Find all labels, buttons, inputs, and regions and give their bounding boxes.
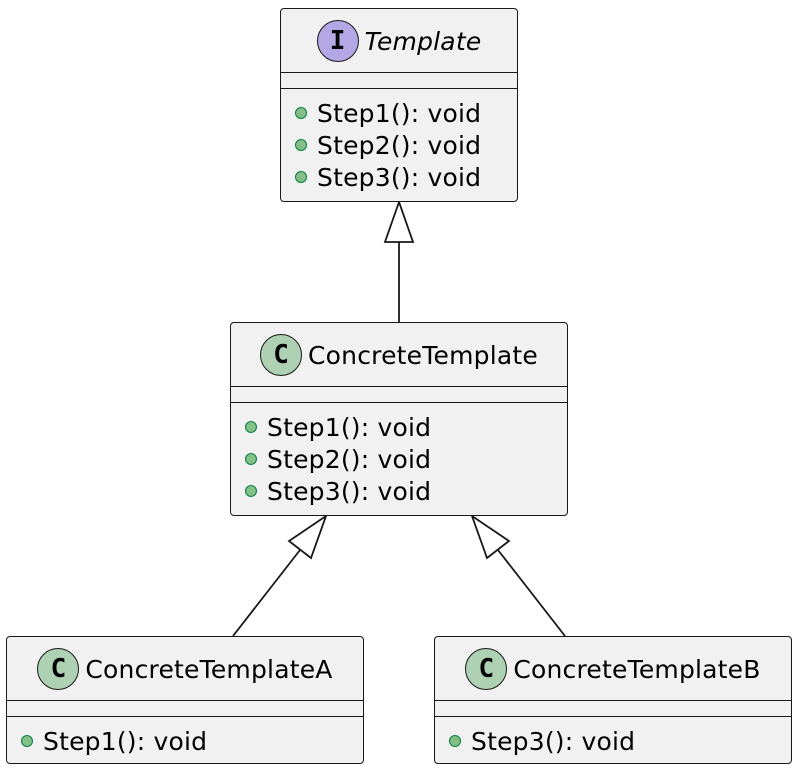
attributes-divider xyxy=(281,72,517,73)
hollow-triangle-arrow-icon xyxy=(383,199,415,243)
methods-divider xyxy=(231,402,567,403)
public-visibility-icon xyxy=(245,453,257,465)
methods-divider xyxy=(7,716,363,717)
class-header: I Template xyxy=(281,9,517,73)
method-row: Step2(): void xyxy=(295,129,481,161)
public-visibility-icon xyxy=(295,107,307,119)
class-badge-icon: C xyxy=(37,648,80,690)
class-header: C ConcreteTemplateB xyxy=(435,637,791,701)
class-badge-icon: C xyxy=(260,334,303,376)
class-name: ConcreteTemplate xyxy=(308,340,538,370)
attributes-divider xyxy=(231,386,567,387)
class-box-concrete-template-a[interactable]: C ConcreteTemplateA Step1(): void xyxy=(6,636,364,764)
class-header: C ConcreteTemplateA xyxy=(7,637,363,701)
method-signature: Step3(): void xyxy=(471,726,636,756)
class-name: Template xyxy=(364,26,482,56)
method-row: Step3(): void xyxy=(295,161,481,193)
generalization-concrete-template-a-to-concrete-template xyxy=(232,513,328,637)
method-signature: Step1(): void xyxy=(43,726,208,756)
generalization-line xyxy=(497,549,566,637)
class-box-template[interactable]: I Template Step1(): void Step2(): void S… xyxy=(280,8,518,202)
class-name: ConcreteTemplateB xyxy=(513,654,761,684)
public-visibility-icon xyxy=(245,421,257,433)
attributes-divider xyxy=(435,700,791,701)
class-name: ConcreteTemplateA xyxy=(85,654,333,684)
methods-divider xyxy=(281,88,517,89)
method-row: Step3(): void xyxy=(449,725,635,757)
method-row: Step1(): void xyxy=(245,411,431,443)
public-visibility-icon xyxy=(245,485,257,497)
method-signature: Step3(): void xyxy=(317,162,482,192)
public-visibility-icon xyxy=(21,735,33,747)
method-row: Step1(): void xyxy=(21,725,207,757)
generalization-line xyxy=(232,549,301,637)
public-visibility-icon xyxy=(295,139,307,151)
method-row: Step3(): void xyxy=(245,475,431,507)
generalization-concrete-template-b-to-concrete-template xyxy=(470,513,566,637)
method-signature: Step2(): void xyxy=(267,444,432,474)
method-row: Step2(): void xyxy=(245,443,431,475)
hollow-triangle-arrow-icon xyxy=(287,513,328,560)
class-box-concrete-template[interactable]: C ConcreteTemplate Step1(): void Step2()… xyxy=(230,322,568,516)
public-visibility-icon xyxy=(449,735,461,747)
class-box-concrete-template-b[interactable]: C ConcreteTemplateB Step3(): void xyxy=(434,636,792,764)
method-signature: Step2(): void xyxy=(317,130,482,160)
generalization-concrete-template-to-template xyxy=(383,199,415,322)
method-signature: Step1(): void xyxy=(317,98,482,128)
methods-divider xyxy=(435,716,791,717)
attributes-divider xyxy=(7,700,363,701)
method-signature: Step3(): void xyxy=(267,476,432,506)
class-badge-icon: C xyxy=(465,648,508,690)
method-row: Step1(): void xyxy=(295,97,481,129)
class-header: C ConcreteTemplate xyxy=(231,323,567,387)
interface-badge-icon: I xyxy=(316,20,359,62)
hollow-triangle-arrow-icon xyxy=(470,513,511,560)
method-signature: Step1(): void xyxy=(267,412,432,442)
public-visibility-icon xyxy=(295,171,307,183)
